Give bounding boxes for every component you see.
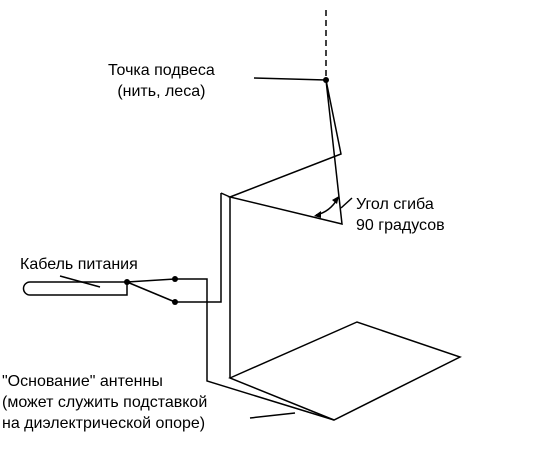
suspension-point-label: Точка подвеса (нить, леса) [108,60,215,102]
feed-wire-front [175,278,208,303]
antenna-base-label: "Основание" антенны (может служить подст… [2,371,207,434]
upper-radiator-element [227,79,343,225]
angle-arrowhead-left [314,211,321,218]
suspension-leader [253,77,327,81]
angle-arrowhead-right [332,196,339,204]
bend-angle-label-line1: Угол сгиба [356,196,434,213]
power-cable [22,281,128,296]
angle-leader [340,197,353,209]
antenna-base-label-line3: на диэлектрической опоре) [2,415,206,432]
suspension-point-label-line1: Точка подвеса [108,62,215,79]
base-element [228,321,462,421]
bend-angle-label-line2: 90 градусов [356,217,445,234]
cable-junction-dot [124,279,130,285]
power-cable-label-text: Кабель питания [20,256,138,273]
antenna-base-label-line1: "Основание" антенны [2,373,163,390]
base-leader [249,412,296,419]
rear-wire [220,192,231,198]
terminal-lower-dot [172,299,178,305]
power-cable-label: Кабель питания [20,254,138,275]
cable-split-lower [126,281,176,303]
cable-leader [59,275,101,288]
cable-split-upper [126,278,176,283]
antenna-base-label-line2: (может служить подставкой [2,394,208,411]
bend-angle-label: Угол сгиба 90 градусов [356,194,445,236]
feed-wire-rear [206,193,335,421]
suspension-point-label-line2: (нить, леса) [117,83,206,100]
terminal-upper-dot [172,276,178,282]
suspension-point-dot [323,77,329,83]
